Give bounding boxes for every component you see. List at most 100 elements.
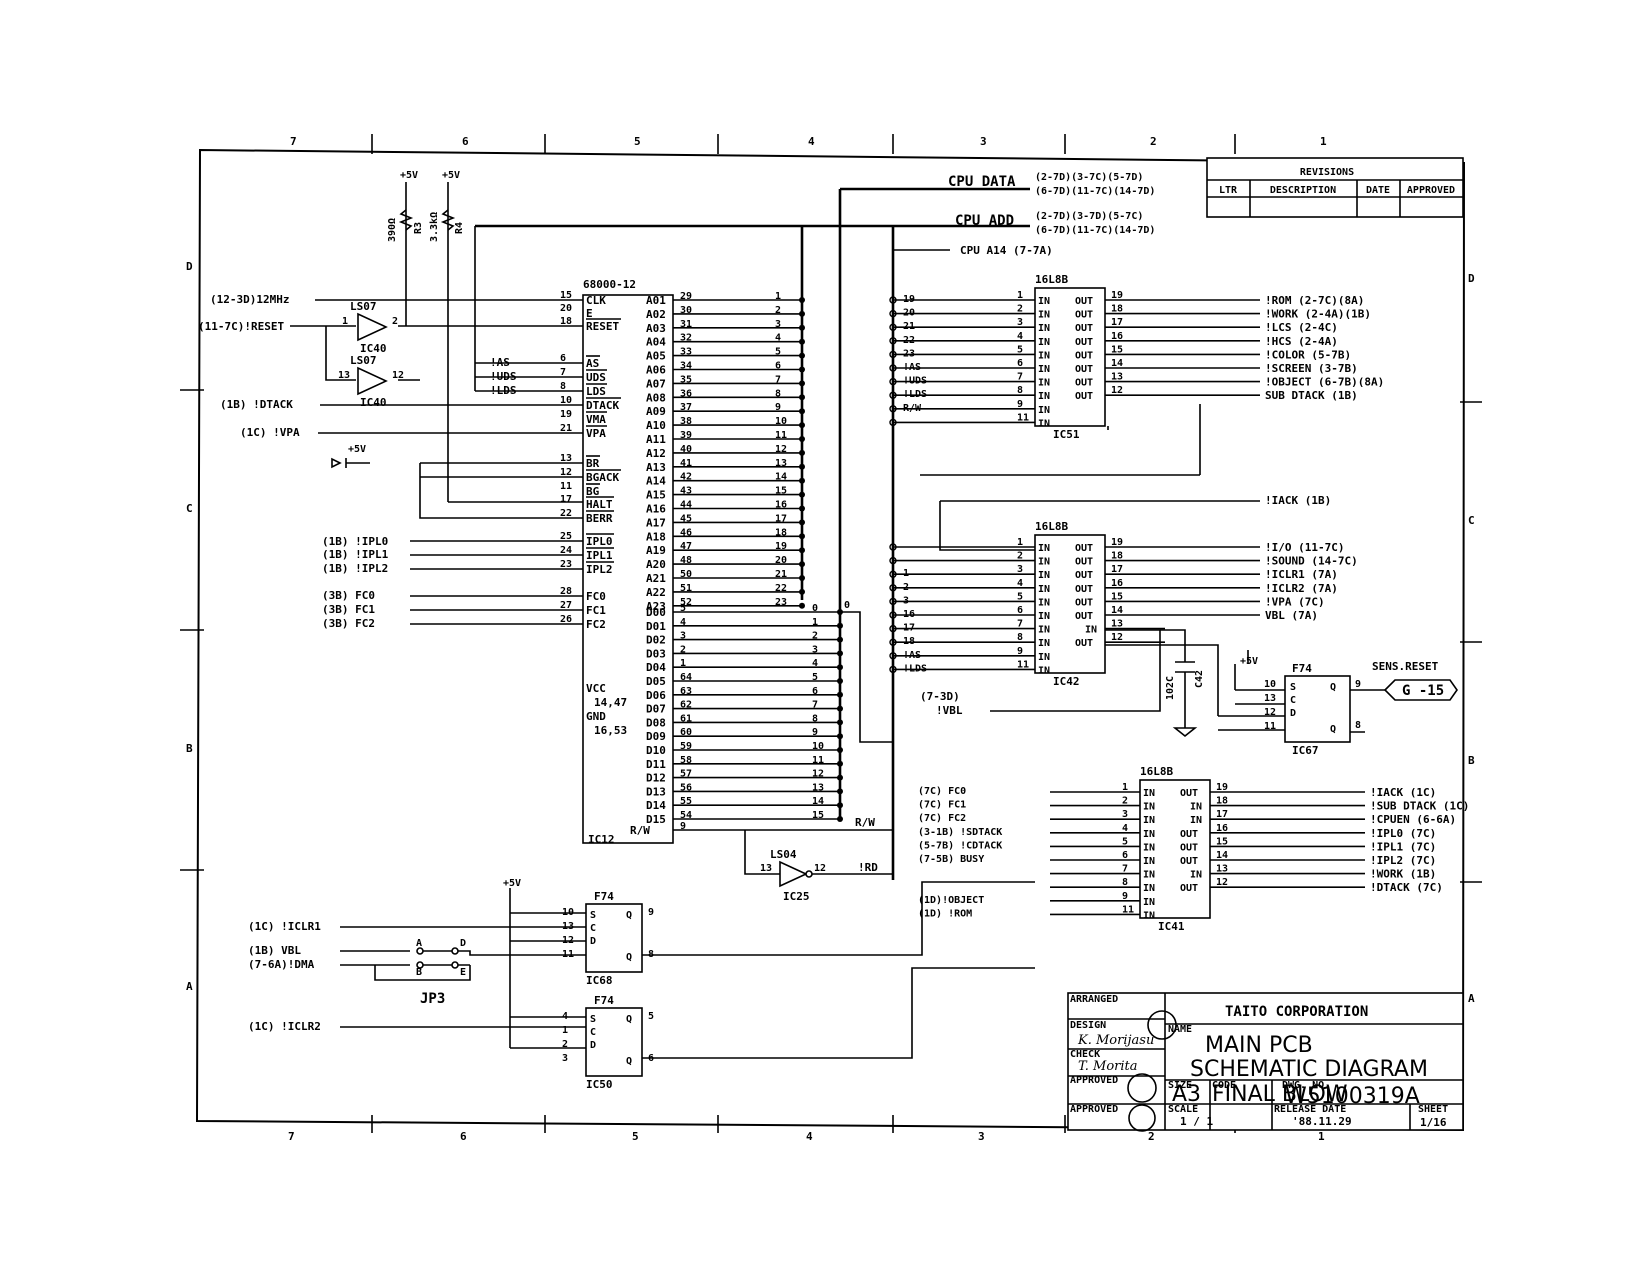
- pal51-out-pin-19: 19: [1111, 290, 1123, 301]
- jp3-pin-b: B: [416, 967, 422, 978]
- data-bus-tap-1: 1: [812, 617, 818, 628]
- cpu-pin-reset-num: 18: [560, 316, 572, 327]
- pal41-in-pin-1: 1: [1122, 782, 1128, 793]
- cpu-pin-d06: D06: [646, 689, 666, 702]
- release-date: '88.11.29: [1292, 1115, 1352, 1128]
- cpu-pin-d04-num: 1: [680, 658, 686, 669]
- pal42-input-9: !LDS: [903, 663, 927, 674]
- pal51-in-pin-7: 7: [1017, 372, 1023, 383]
- pal51-output-2: !LCS (2-4C): [1265, 321, 1338, 334]
- pal42-in-label-2: IN: [1038, 557, 1050, 568]
- jp3-pin-d: D: [460, 938, 466, 949]
- cpu-pin-d07-num: 62: [680, 700, 692, 711]
- pal51-out-pin-18: 18: [1111, 304, 1123, 315]
- ff67-s-label: S: [1290, 682, 1296, 693]
- plus5v-ff68: +5V: [503, 878, 521, 889]
- pal42-in-pin-1: 1: [1017, 537, 1023, 548]
- addr-bus-tap-9: 9: [775, 402, 781, 413]
- pal42-part: 16L8B: [1035, 520, 1068, 533]
- ff50-d-label: D: [590, 1040, 596, 1051]
- cpu-pin-a17: A17: [646, 516, 666, 529]
- zone-left-D: D: [186, 260, 193, 273]
- ff67-pin-c: 13: [1264, 693, 1276, 704]
- project-code: FINAL BLOW: [1212, 1082, 1348, 1107]
- cpu-pin-a11: A11: [646, 433, 666, 446]
- ff50-pin-2: 2: [562, 1039, 568, 1050]
- cpu-inputs: (12-3D)12MHz (11-7C)!RESET (1B) !DTACK (…: [198, 226, 583, 630]
- pal42-in-label-1: IN: [1038, 543, 1050, 554]
- cpu-pin-reset: RESET: [586, 320, 619, 333]
- pal42-in-pin-4: 4: [1017, 578, 1023, 589]
- pal51-out-type-15: OUT: [1075, 350, 1093, 361]
- cpu-pin-br-num: 13: [560, 453, 572, 464]
- ff67-qb-label: Q: [1330, 724, 1336, 735]
- signature-check: T. Morita: [1078, 1059, 1138, 1074]
- buffer-b-out: 12: [392, 370, 404, 381]
- pal51-part: 16L8B: [1035, 273, 1068, 286]
- cpu-pin-a19: A19: [646, 544, 666, 557]
- addr-bus-tap-2: 2: [775, 305, 781, 316]
- pal-16l8b-ic42: 16L8BIC421IN2IN3IN14IN25IN36IN167IN178IN…: [889, 520, 1358, 688]
- cpu-pin-d00-num: 5: [680, 603, 686, 614]
- ff50-qb-label: Q: [626, 1056, 632, 1067]
- pal41-input-2: (7C) FC2: [918, 813, 966, 824]
- pal41-output-5: !IPL2 (7C): [1370, 854, 1436, 867]
- cpu-pin-dtack-num: 10: [560, 395, 572, 406]
- pal41-output-1: !SUB DTACK (1C): [1370, 800, 1469, 813]
- revisions-title: REVISIONS: [1300, 167, 1354, 178]
- addr-bus-tap-7: 7: [775, 374, 781, 385]
- zone-right-A: A: [1468, 992, 1475, 1005]
- pal41-input-1: (7C) FC1: [918, 800, 966, 811]
- cpu-pin-d08-num: 61: [680, 713, 692, 724]
- plus5v-r3: +5V: [400, 170, 418, 181]
- cpu-pin-a01: A01: [646, 294, 666, 307]
- zone-bottom-5: 5: [632, 1130, 639, 1143]
- addr-bus-tap-14: 14: [775, 472, 787, 483]
- clk-input: (12-3D)12MHz: [210, 293, 289, 306]
- zone-right-C: C: [1468, 514, 1475, 527]
- vpa-input: (1C) !VPA: [240, 426, 300, 439]
- rd-label: !RD: [858, 861, 878, 874]
- cpu-pin-berr-num: 22: [560, 508, 572, 519]
- cpu-add-refs-1: (2-7D)(3-7D)(5-7C): [1035, 211, 1143, 222]
- addr-bus-tap-4: 4: [775, 333, 781, 344]
- zone-top-2: 2: [1150, 135, 1157, 148]
- pal42-input-5: 16: [903, 609, 915, 620]
- pal51-out-pin-16: 16: [1111, 331, 1123, 342]
- cpu-pin-d01-num: 4: [680, 617, 686, 628]
- iclr2-input: (1C) !ICLR2: [248, 1020, 321, 1033]
- pal51-output-1: !WORK (2-4A)(1B): [1265, 308, 1371, 321]
- cpu-pin-a02-num: 30: [680, 305, 692, 316]
- pal42-out-type-16: OUT: [1075, 584, 1093, 595]
- cpu-pin-bgack-num: 12: [560, 467, 572, 478]
- cpu-data-refs-1: (2-7D)(3-7C)(5-7D): [1035, 172, 1143, 183]
- stamp-seal-1: [1147, 1010, 1177, 1040]
- label-scale: SCALE: [1168, 1104, 1198, 1115]
- cpu-pin-d10-num: 59: [680, 741, 692, 752]
- pal41-in-label-2: IN: [1143, 802, 1155, 813]
- company-name: TAITO CORPORATION: [1225, 1004, 1368, 1020]
- r3-ref: R3: [413, 222, 424, 234]
- cpu-pin-d08: D08: [646, 716, 666, 729]
- ff67-c-label: C: [1290, 695, 1296, 706]
- pal41-out-type-19: OUT: [1180, 788, 1198, 799]
- pal42-out-pin-13: 13: [1111, 619, 1123, 630]
- ff67-q-pin: 9: [1355, 679, 1361, 690]
- pal41-in-label-6: IN: [1143, 856, 1155, 867]
- pal51-input-3: 22: [903, 335, 915, 346]
- inverter-out: 12: [814, 863, 826, 874]
- zone-bottom-4: 4: [806, 1130, 813, 1143]
- pal42-out-type-15: OUT: [1075, 597, 1093, 608]
- pal51-output-3: !HCS (2-4A): [1265, 335, 1338, 348]
- pal41-out-pin-12: 12: [1216, 877, 1228, 888]
- pal41-output-2: !CPUEN (6-6A): [1370, 813, 1456, 826]
- pal41-in-pin-8: 8: [1122, 877, 1128, 888]
- pal51-out-pin-17: 17: [1111, 317, 1123, 328]
- pal51-output-5: !SCREEN (3-7B): [1265, 362, 1358, 375]
- cpu-pin-fc1-num: 27: [560, 600, 572, 611]
- plus5v-halt: +5V: [348, 444, 366, 455]
- buffer-ls07-a: LS07 IC40 1 2: [342, 300, 398, 355]
- buffer-a-type: LS07: [350, 300, 377, 313]
- cpu-pin-d01: D01: [646, 620, 666, 633]
